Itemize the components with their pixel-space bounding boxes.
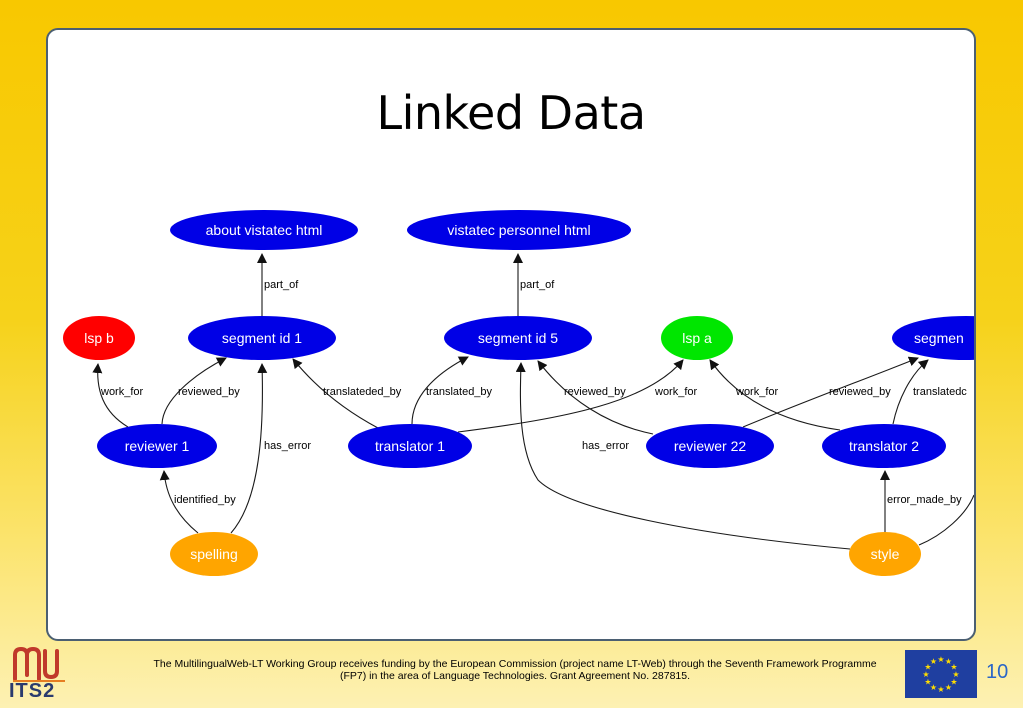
edge-label: identified_by <box>174 494 236 506</box>
eu-flag-icon: ★★★★★★★★★★★★ <box>905 650 977 698</box>
node-lsp-b: lsp b <box>63 316 135 360</box>
node-shape <box>407 210 631 250</box>
linked-data-graph: part_of part_of work_for reviewed_by has_err… <box>63 210 974 576</box>
edge-label: work_for <box>735 386 779 398</box>
node-label: lsp a <box>682 330 712 346</box>
slide-title: Linked Data <box>376 86 646 140</box>
node-shape <box>892 316 974 360</box>
edge-reviewer_1-to-segment_1 <box>161 357 227 425</box>
edge-style-to-offscreen <box>918 494 974 546</box>
node-spelling: spelling <box>170 532 258 576</box>
node-label: spelling <box>190 546 237 562</box>
edge-translator_1-to-lsp_a <box>457 359 684 433</box>
star-icon: ★ <box>922 670 929 679</box>
node-label: segmen <box>914 330 964 346</box>
edge-label: part_of <box>520 279 555 291</box>
edge-style-to-segment_5 <box>515 362 851 550</box>
star-icon: ★ <box>924 678 931 687</box>
edge-reviewer_22-to-segment_cut <box>742 356 919 428</box>
node-label: translator 1 <box>375 438 445 454</box>
page-number: 10 <box>986 661 1009 683</box>
node-shape <box>661 316 733 360</box>
edge-label: translateded_by <box>323 386 402 398</box>
edge-label: work_for <box>654 386 698 398</box>
edge-translator_2-to-lsp_a <box>709 359 841 431</box>
edge-label: reviewed_by <box>564 386 626 398</box>
edge-label: translatedc <box>913 386 967 398</box>
node-shape <box>348 424 472 468</box>
node-about-vistatec: about vistatec html <box>170 210 358 250</box>
edge-spelling-to-segment_1 <box>230 363 268 534</box>
node-translator-2: translator 2 <box>822 424 946 468</box>
node-segment-5: segment id 5 <box>444 316 592 360</box>
node-shape <box>646 424 774 468</box>
node-label: lsp b <box>84 330 114 346</box>
star-icon: ★ <box>950 663 957 672</box>
star-icon: ★ <box>930 657 937 666</box>
edge-spelling-to-reviewer_1 <box>159 470 199 534</box>
node-shape <box>849 532 921 576</box>
node-label: translator 2 <box>849 438 919 454</box>
star-icon: ★ <box>937 655 944 664</box>
edge-label: translated_by <box>426 386 493 398</box>
edge-reviewer_1-to-lsp_b <box>92 363 129 428</box>
star-icon: ★ <box>937 685 944 694</box>
node-label: reviewer 1 <box>125 438 190 454</box>
node-shape <box>444 316 592 360</box>
star-icon: ★ <box>930 683 937 692</box>
node-reviewer-22: reviewer 22 <box>646 424 774 468</box>
node-shape <box>170 532 258 576</box>
node-vistatec-personnel: vistatec personnel html <box>407 210 631 250</box>
node-label: vistatec personnel html <box>447 222 590 238</box>
edge-label: part_of <box>264 279 299 291</box>
node-label: reviewer 22 <box>674 438 747 454</box>
edge-label: has_error <box>582 440 629 452</box>
star-icon: ★ <box>945 657 952 666</box>
node-shape <box>97 424 217 468</box>
node-shape <box>170 210 358 250</box>
edge-label: reviewed_by <box>829 386 891 398</box>
funding-notice: The MultilingualWeb-LT Working Group rec… <box>153 658 877 682</box>
node-shape <box>188 316 336 360</box>
node-segment-1: segment id 1 <box>188 316 336 360</box>
node-reviewer-1: reviewer 1 <box>97 424 217 468</box>
logo-text: ITS2 <box>9 680 56 702</box>
node-lsp-a: lsp a <box>661 316 733 360</box>
edge-label: has_error <box>264 440 311 452</box>
node-label: style <box>871 546 900 562</box>
edge-translator_1-to-segment_5 <box>411 356 469 425</box>
star-icon: ★ <box>945 683 952 692</box>
node-label: about vistatec html <box>206 222 323 238</box>
star-icon: ★ <box>924 663 931 672</box>
edge-translator_2-to-segment_cut <box>892 359 929 425</box>
star-icon: ★ <box>952 670 959 679</box>
multilingualweb-logo <box>9 645 69 703</box>
node-translator-1: translator 1 <box>348 424 472 468</box>
edge-label: work_for <box>100 386 144 398</box>
edge-translator_1-to-segment_1 <box>292 358 379 429</box>
edge-label: reviewed_by <box>178 386 240 398</box>
node-shape <box>63 316 135 360</box>
star-icon: ★ <box>950 678 957 687</box>
node-label: segment id 1 <box>222 330 302 346</box>
node-style: style <box>849 532 921 576</box>
node-label: segment id 5 <box>478 330 558 346</box>
edge-label: error_made_by <box>887 494 962 506</box>
node-segment-cut: segmen <box>892 316 974 360</box>
node-shape <box>822 424 946 468</box>
